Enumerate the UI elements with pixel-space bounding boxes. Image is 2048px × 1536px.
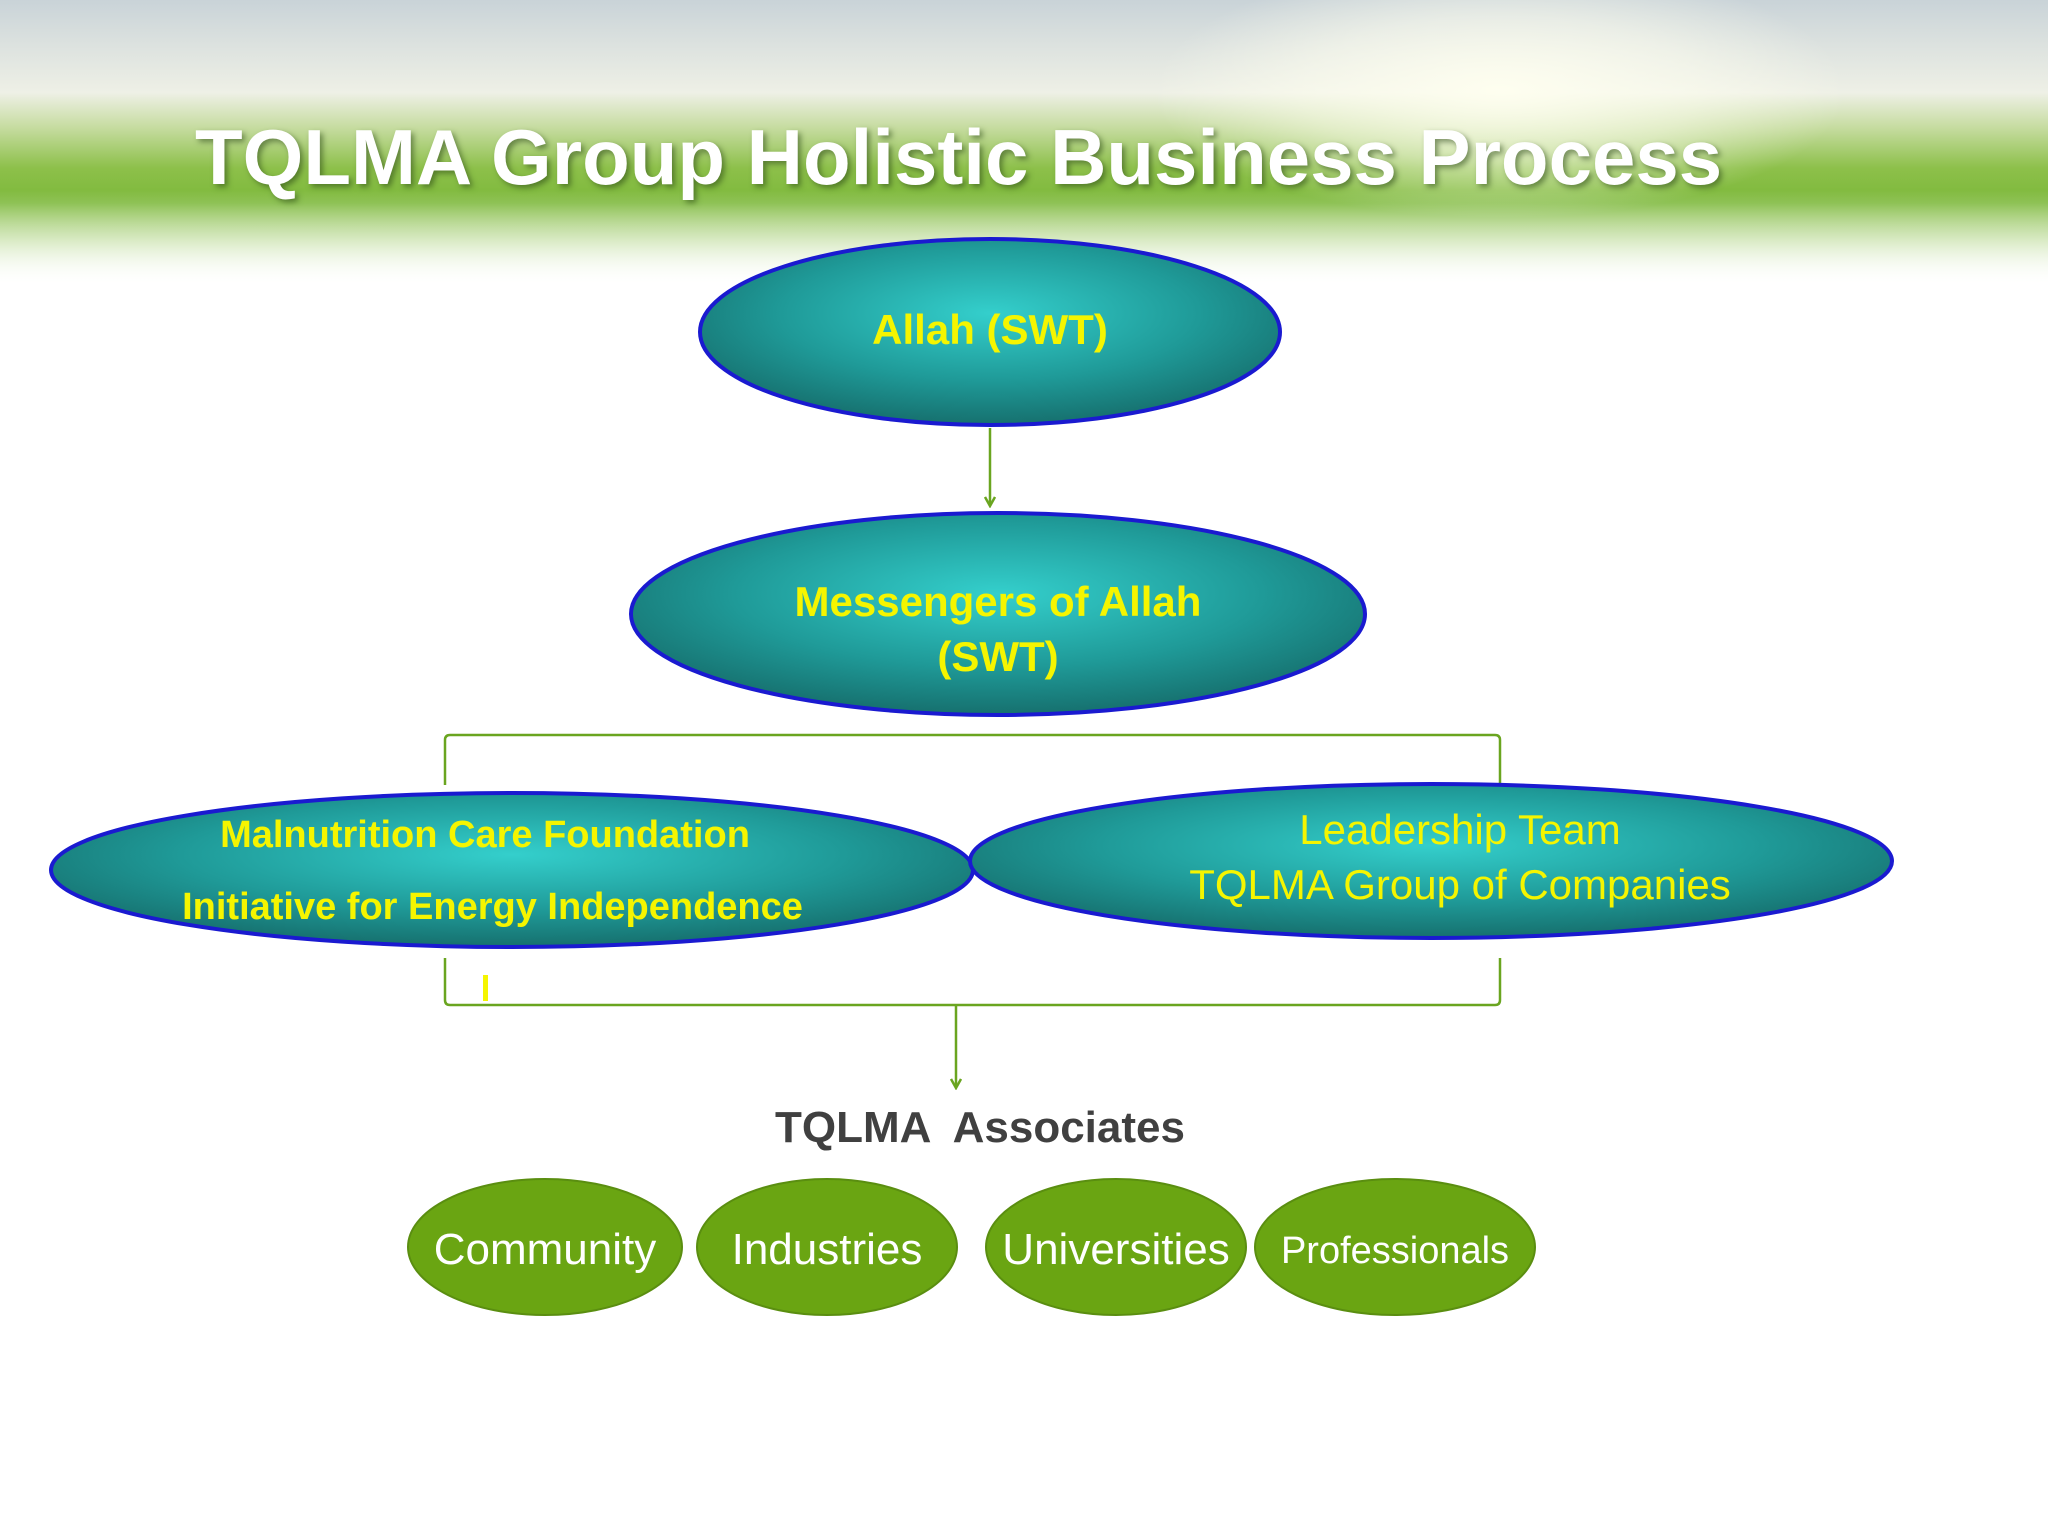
label-universities: Universities bbox=[1002, 1225, 1230, 1274]
node-industries bbox=[696, 1178, 958, 1316]
label-community: Community bbox=[433, 1225, 657, 1274]
label-professionals: Professionals bbox=[1280, 1230, 1510, 1272]
node-community bbox=[407, 1178, 683, 1316]
label-allah: Allah (SWT) bbox=[872, 306, 1108, 353]
node-messengers bbox=[629, 511, 1367, 717]
label-leadership-line1: Leadership Team bbox=[1299, 806, 1621, 853]
label-messengers-line1: Messengers of Allah bbox=[794, 578, 1202, 625]
bracket-top bbox=[443, 733, 1502, 785]
node-leadership bbox=[968, 782, 1894, 940]
label-messengers-line2: (SWT) bbox=[937, 633, 1059, 680]
label-foundation-line1: Malnutrition Care Foundation bbox=[220, 814, 750, 856]
bracket-bottom bbox=[443, 958, 1502, 1007]
node-allah bbox=[698, 237, 1282, 427]
label-foundation-line2: Initiative for Energy Independence bbox=[182, 886, 803, 928]
node-universities bbox=[985, 1178, 1247, 1316]
label-leadership-line2: TQLMA Group of Companies bbox=[1189, 861, 1731, 908]
label-industries: Industries bbox=[731, 1225, 923, 1274]
slide-title: TQLMA Group Holistic Business Process bbox=[195, 113, 1723, 201]
yellow-marker bbox=[483, 975, 488, 1001]
banner-sunlight bbox=[1150, 0, 1850, 220]
node-professionals bbox=[1254, 1178, 1536, 1316]
associates-heading: TQLMA Associates bbox=[775, 1103, 1185, 1152]
